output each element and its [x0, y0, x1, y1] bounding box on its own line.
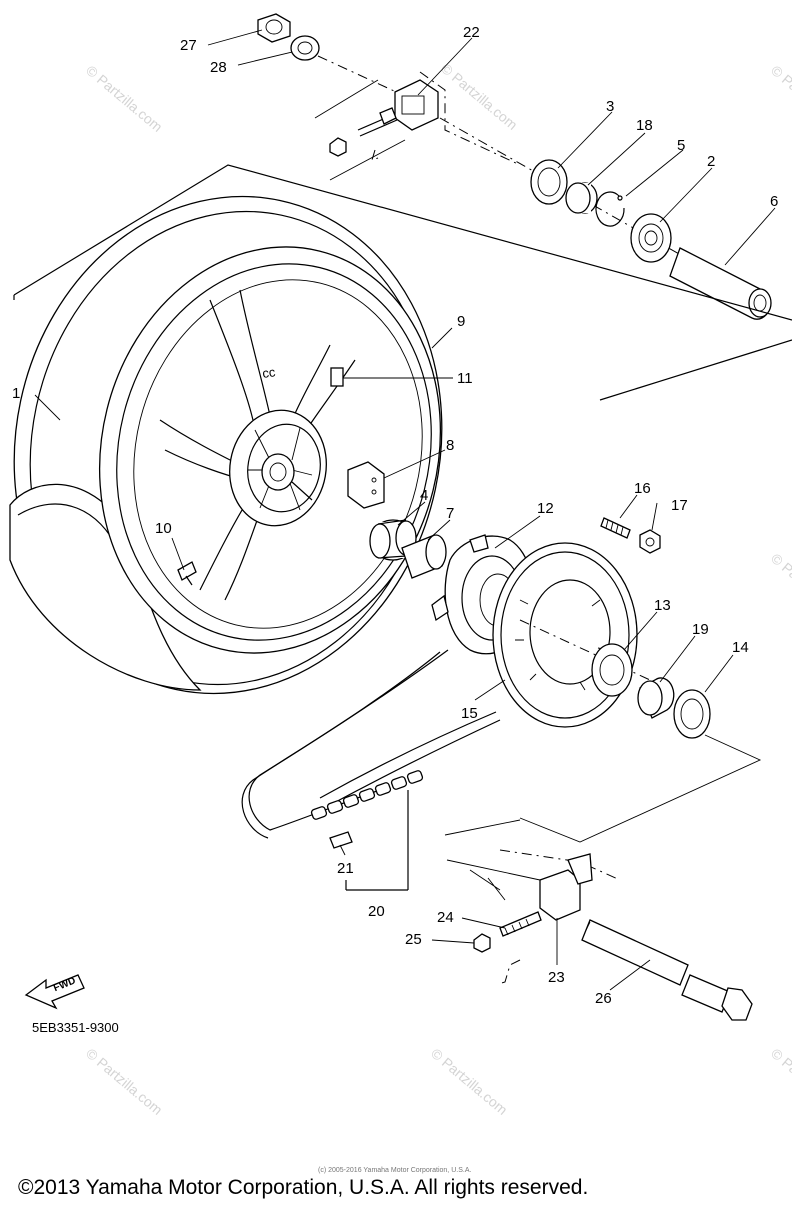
chain-links [310, 770, 424, 820]
callout-27: 27 [180, 37, 197, 54]
lower-adjuster-group [444, 819, 753, 1021]
bearing-stack-right [439, 117, 772, 320]
watermark: © Partzilla.com [83, 62, 166, 135]
small-nut [329, 137, 347, 157]
watermark: © Partzilla.com [768, 550, 792, 623]
callout-labels: 1 2 3 4 5 6 7 8 9 10 11 12 13 14 15 16 1… [12, 24, 778, 1007]
callout-21: 21 [337, 860, 354, 877]
callout-1: 1 [12, 385, 20, 402]
nut-25 [473, 933, 491, 953]
callout-23: 23 [548, 969, 565, 986]
callout-9: 9 [457, 313, 465, 330]
bearing-2 [630, 213, 672, 263]
callout-24: 24 [437, 909, 454, 926]
callout-6: 6 [770, 193, 778, 210]
callout-19: 19 [692, 621, 709, 638]
nut-17 [639, 529, 661, 554]
balancer-11 [330, 367, 344, 387]
callout-17: 17 [671, 497, 688, 514]
watermark: © Partzilla.com [83, 1045, 166, 1118]
drive-chain-group [241, 649, 501, 891]
callout-25: 25 [405, 931, 422, 948]
footer-copyright: ©2013 Yamaha Motor Corporation, U.S.A. A… [18, 1176, 588, 1199]
callout-15: 15 [461, 705, 478, 722]
oil-seal-14 [673, 689, 711, 739]
hub-bearing-group [369, 519, 447, 579]
adjuster-bolt-24 [499, 911, 542, 937]
callout-14: 14 [732, 639, 749, 656]
callout-20: 20 [368, 903, 385, 920]
fwd-arrow-icon [24, 974, 85, 1010]
sprocket-group [431, 534, 651, 728]
axle-26 [581, 919, 689, 986]
washer-28 [290, 35, 320, 61]
callout-12: 12 [537, 500, 554, 517]
small-copyright-notice: (c) 2005-2016 Yamaha Motor Corporation, … [318, 1167, 471, 1174]
watermark: © Partzilla.com [768, 62, 792, 135]
callout-26: 26 [595, 990, 612, 1007]
callout-16: 16 [634, 480, 651, 497]
upper-adjuster-group [257, 13, 521, 181]
callout-10: 10 [155, 520, 172, 537]
forward-arrow: FWD [24, 974, 85, 1010]
oil-seal-3 [530, 159, 568, 205]
sprocket-bearing-group [519, 643, 762, 843]
adjuster-block-23 [539, 869, 581, 921]
watermark: © Partzilla.com [438, 60, 521, 133]
damper-holder-8 [347, 461, 385, 509]
watermark: © Partzilla.com [428, 1045, 511, 1118]
diagram-code: 5EB3351-9300 [32, 1020, 119, 1035]
nut-27 [257, 13, 291, 43]
stud-16 [600, 517, 631, 539]
chain-joint-21 [329, 831, 353, 849]
callout-4: 4 [420, 487, 428, 504]
callout-22: 22 [463, 24, 480, 41]
callout-2: 2 [707, 153, 715, 170]
stud-nut-group [600, 517, 661, 554]
sprocket-15 [492, 542, 638, 728]
circlip-5 [595, 191, 625, 227]
callout-5: 5 [677, 137, 685, 154]
callout-3: 3 [606, 98, 614, 115]
callout-11: 11 [457, 370, 473, 387]
rim-marking: cc [261, 364, 276, 381]
leader-lines [34, 29, 776, 991]
valve-10 [177, 561, 197, 581]
callout-13: 13 [654, 597, 671, 614]
watermark: © Partzilla.com [768, 1045, 792, 1118]
adjuster-block-22 [394, 79, 439, 131]
callout-7: 7 [446, 505, 454, 522]
callout-28: 28 [210, 59, 227, 76]
bearing-13 [591, 643, 633, 697]
rear-wheel: cc [9, 195, 443, 695]
callout-8: 8 [446, 437, 454, 454]
callout-18: 18 [636, 117, 653, 134]
